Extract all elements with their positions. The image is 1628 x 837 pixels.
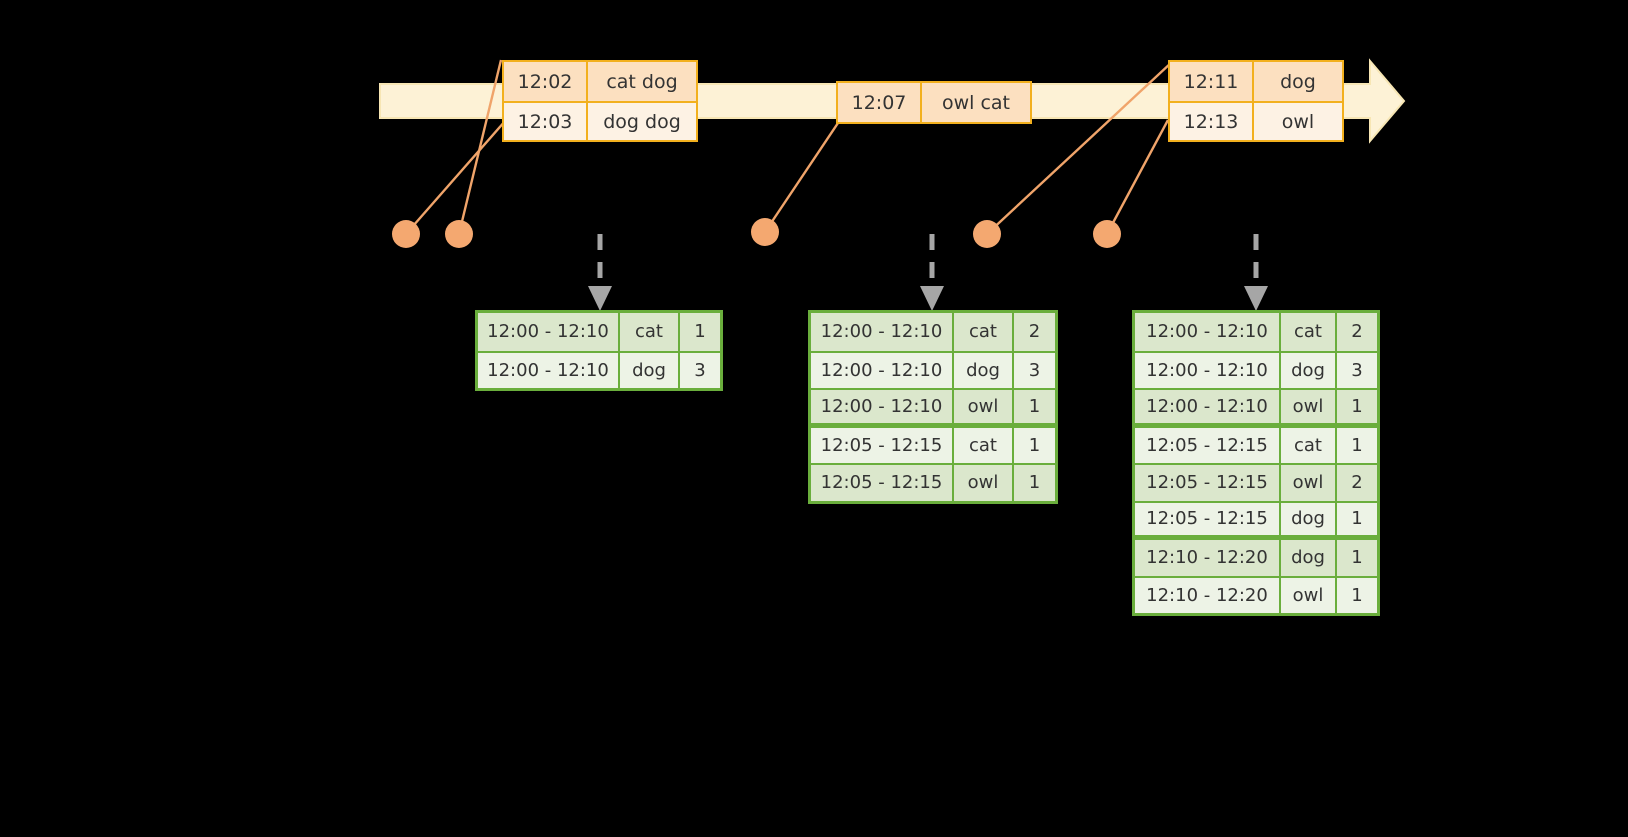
cell-word: owl xyxy=(954,390,1014,423)
table-row[interactable]: 12:05 - 12:15 owl 2 xyxy=(1135,463,1377,501)
event-time: 12:02 xyxy=(504,62,588,101)
cell-window: 12:00 - 12:10 xyxy=(811,313,954,351)
cell-count: 2 xyxy=(1337,313,1377,351)
event-time: 12:07 xyxy=(838,83,922,122)
timeline-event-row[interactable]: 12:03 dog dog xyxy=(504,101,696,140)
cell-word: cat xyxy=(954,427,1014,463)
table-row[interactable]: 12:00 - 12:10 cat 2 xyxy=(811,313,1055,351)
table-row[interactable]: 12:00 - 12:10 dog 3 xyxy=(1135,350,1377,388)
table-row[interactable]: 12:00 - 12:10 owl 1 xyxy=(811,388,1055,426)
cell-word: owl xyxy=(1281,390,1337,423)
cell-count: 2 xyxy=(1014,313,1055,351)
cell-count: 3 xyxy=(1014,352,1055,388)
event-time: 12:13 xyxy=(1170,103,1254,140)
cell-word: dog xyxy=(1281,540,1337,576)
event-dots xyxy=(392,218,1121,248)
connector-1211 xyxy=(986,61,1173,235)
cell-window: 12:00 - 12:10 xyxy=(1135,352,1281,388)
cell-word: cat xyxy=(954,313,1014,351)
cell-count: 1 xyxy=(680,313,720,351)
cell-word: cat xyxy=(620,313,680,351)
cell-window: 12:00 - 12:10 xyxy=(478,313,620,351)
dot-1211 xyxy=(973,220,1001,248)
downward-arrows xyxy=(597,234,1259,288)
cell-word: owl xyxy=(1281,577,1337,613)
dot-1202 xyxy=(392,220,420,248)
table-row[interactable]: 12:00 - 12:10 dog 3 xyxy=(811,350,1055,388)
table-row[interactable]: 12:00 - 12:10 cat 1 xyxy=(478,313,720,351)
cell-count: 1 xyxy=(1337,427,1377,463)
cell-word: dog xyxy=(954,352,1014,388)
cell-window: 12:05 - 12:15 xyxy=(1135,427,1281,463)
cell-count: 1 xyxy=(1014,427,1055,463)
cell-word: cat xyxy=(1281,427,1337,463)
timeline-event-row[interactable]: 12:11 dog xyxy=(1170,62,1342,101)
cell-window: 12:10 - 12:20 xyxy=(1135,540,1281,576)
event-words: cat dog xyxy=(588,62,696,101)
cell-count: 1 xyxy=(1337,390,1377,423)
dot-1213 xyxy=(1093,220,1121,248)
table-row[interactable]: 12:10 - 12:20 owl 1 xyxy=(1135,575,1377,613)
result-table-1[interactable]: 12:00 - 12:10 cat 1 12:00 - 12:10 dog 3 xyxy=(475,310,723,391)
timeline-event-row[interactable]: 12:02 cat dog xyxy=(504,62,696,101)
cell-count: 3 xyxy=(1337,352,1377,388)
table-row[interactable]: 12:10 - 12:20 dog 1 xyxy=(1135,538,1377,576)
event-words: owl xyxy=(1254,103,1342,140)
event-words: owl cat xyxy=(922,83,1030,122)
cell-word: owl xyxy=(954,465,1014,501)
table-row[interactable]: 12:05 - 12:15 owl 1 xyxy=(811,463,1055,501)
arrowhead-1 xyxy=(588,286,612,311)
timeline-event-group-1[interactable]: 12:02 cat dog 12:03 dog dog xyxy=(502,60,698,142)
connector-1203 xyxy=(457,59,503,235)
timeline-event-row[interactable]: 12:13 owl xyxy=(1170,101,1342,140)
cell-count: 2 xyxy=(1337,465,1377,501)
event-time: 12:03 xyxy=(504,103,588,140)
connector-1207 xyxy=(764,119,841,233)
connector-lines xyxy=(405,59,1173,235)
table-row[interactable]: 12:05 - 12:15 dog 1 xyxy=(1135,500,1377,538)
event-words: dog xyxy=(1254,62,1342,101)
result-table-2[interactable]: 12:00 - 12:10 cat 2 12:00 - 12:10 dog 3 … xyxy=(808,310,1058,504)
event-time: 12:11 xyxy=(1170,62,1254,101)
result-table-3[interactable]: 12:00 - 12:10 cat 2 12:00 - 12:10 dog 3 … xyxy=(1132,310,1380,616)
cell-count: 1 xyxy=(1014,465,1055,501)
connector-1213 xyxy=(1105,119,1170,235)
cell-window: 12:00 - 12:10 xyxy=(1135,313,1281,351)
event-words: dog dog xyxy=(588,103,696,140)
cell-count: 3 xyxy=(680,352,720,388)
connector-1202 xyxy=(405,119,507,235)
dot-1203 xyxy=(445,220,473,248)
arrowhead-3 xyxy=(1244,286,1268,311)
cell-word: dog xyxy=(1281,352,1337,388)
cell-window: 12:05 - 12:15 xyxy=(811,465,954,501)
cell-window: 12:05 - 12:15 xyxy=(1135,502,1281,535)
cell-count: 1 xyxy=(1337,502,1377,535)
cell-word: dog xyxy=(1281,502,1337,535)
downward-arrowheads xyxy=(588,286,1268,311)
table-row[interactable]: 12:00 - 12:10 cat 2 xyxy=(1135,313,1377,351)
cell-count: 1 xyxy=(1014,390,1055,423)
dot-1207 xyxy=(751,218,779,246)
table-row[interactable]: 12:00 - 12:10 dog 3 xyxy=(478,350,720,388)
timeline-event-group-2[interactable]: 12:07 owl cat xyxy=(836,81,1032,124)
table-row[interactable]: 12:00 - 12:10 owl 1 xyxy=(1135,388,1377,426)
cell-count: 1 xyxy=(1337,540,1377,576)
cell-window: 12:00 - 12:10 xyxy=(1135,390,1281,423)
timeline-event-row[interactable]: 12:07 owl cat xyxy=(838,83,1030,122)
table-row[interactable]: 12:05 - 12:15 cat 1 xyxy=(1135,425,1377,463)
cell-window: 12:05 - 12:15 xyxy=(811,427,954,463)
cell-window: 12:10 - 12:20 xyxy=(1135,577,1281,613)
cell-word: cat xyxy=(1281,313,1337,351)
cell-window: 12:05 - 12:15 xyxy=(1135,465,1281,501)
cell-window: 12:00 - 12:10 xyxy=(811,390,954,423)
table-row[interactable]: 12:05 - 12:15 cat 1 xyxy=(811,425,1055,463)
cell-count: 1 xyxy=(1337,577,1377,613)
cell-word: dog xyxy=(620,352,680,388)
arrowhead-2 xyxy=(920,286,944,311)
cell-window: 12:00 - 12:10 xyxy=(478,352,620,388)
timeline-event-group-3[interactable]: 12:11 dog 12:13 owl xyxy=(1168,60,1344,142)
cell-window: 12:00 - 12:10 xyxy=(811,352,954,388)
cell-word: owl xyxy=(1281,465,1337,501)
